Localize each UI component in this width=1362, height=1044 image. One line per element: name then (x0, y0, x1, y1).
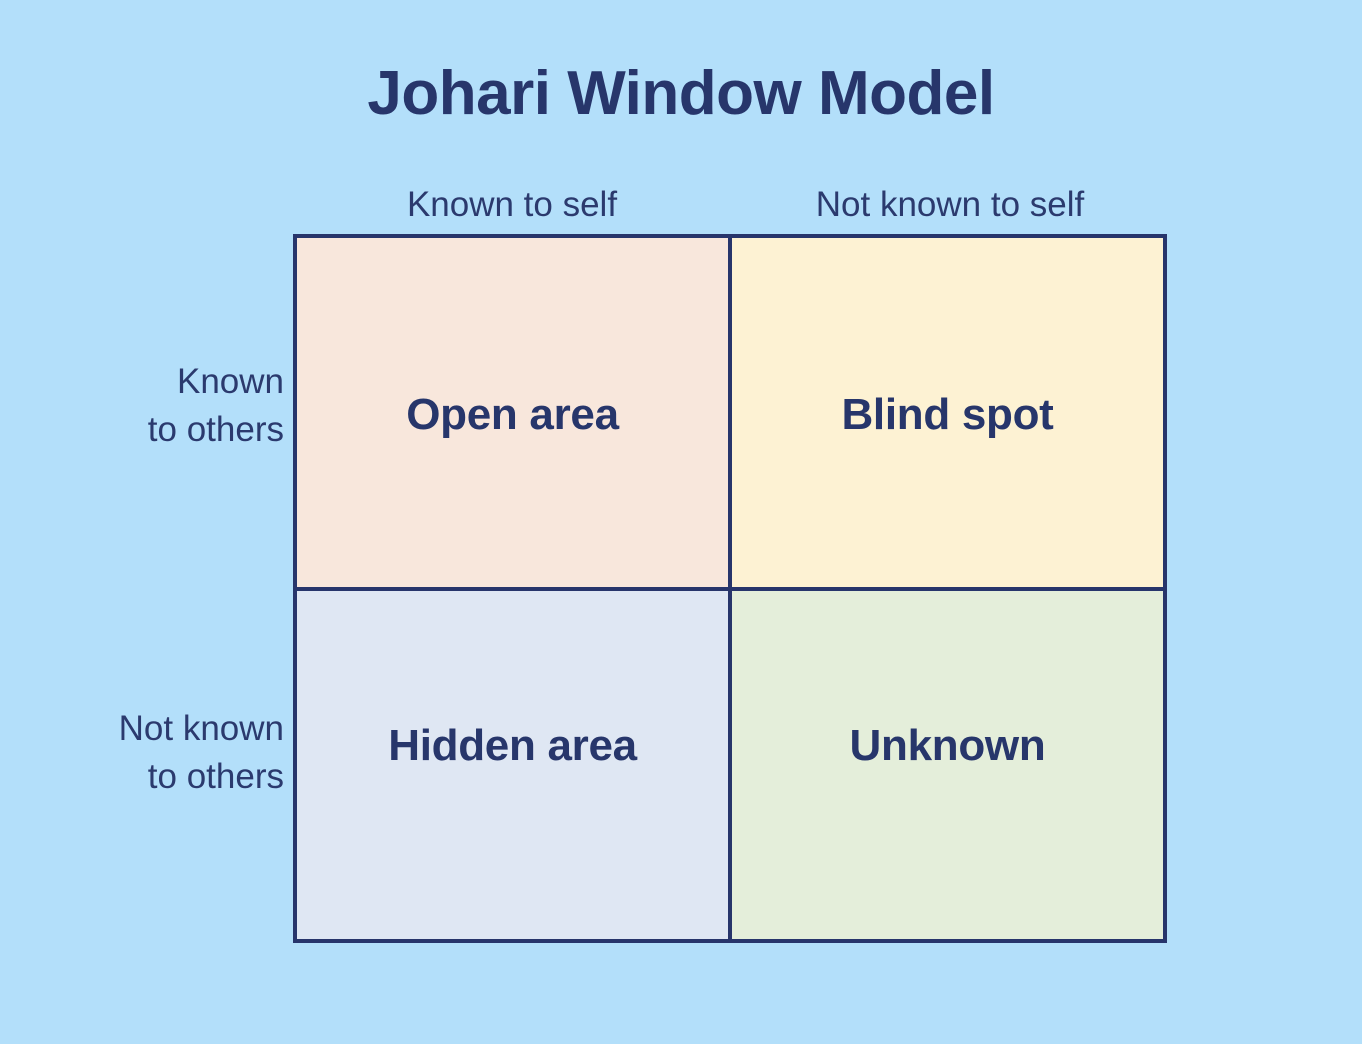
quadrant-blind-spot-label: Blind spot (841, 390, 1054, 439)
row-header-not-known-to-others-line1: Not known (118, 709, 284, 748)
quadrant-blind-spot: Blind spot (732, 238, 1163, 587)
column-header-known-to-self: Known to self (406, 185, 618, 224)
row-header-not-known-to-others-line2: to others (147, 757, 284, 797)
page-title: Johari Window Model (367, 59, 995, 128)
quadrant-open-area: Open area (297, 238, 728, 587)
row-header-known-to-others: Known to others (148, 358, 284, 455)
row-header-known-to-others-line2: to others (147, 410, 284, 450)
row-header-known-to-others-line1: Known (176, 362, 284, 401)
johari-grid: Open area Blind spot Hidden area Unknown (293, 234, 1167, 943)
quadrant-unknown: Unknown (732, 590, 1163, 939)
column-header-not-known-to-self: Not known to self (815, 185, 1085, 224)
quadrant-hidden-area: Hidden area (297, 590, 728, 939)
row-header-not-known-to-others: Not known to others (119, 705, 284, 802)
quadrant-open-area-label: Open area (406, 390, 619, 439)
quadrant-unknown-label: Unknown (849, 720, 1046, 770)
quadrant-hidden-area-label: Hidden area (388, 720, 637, 770)
